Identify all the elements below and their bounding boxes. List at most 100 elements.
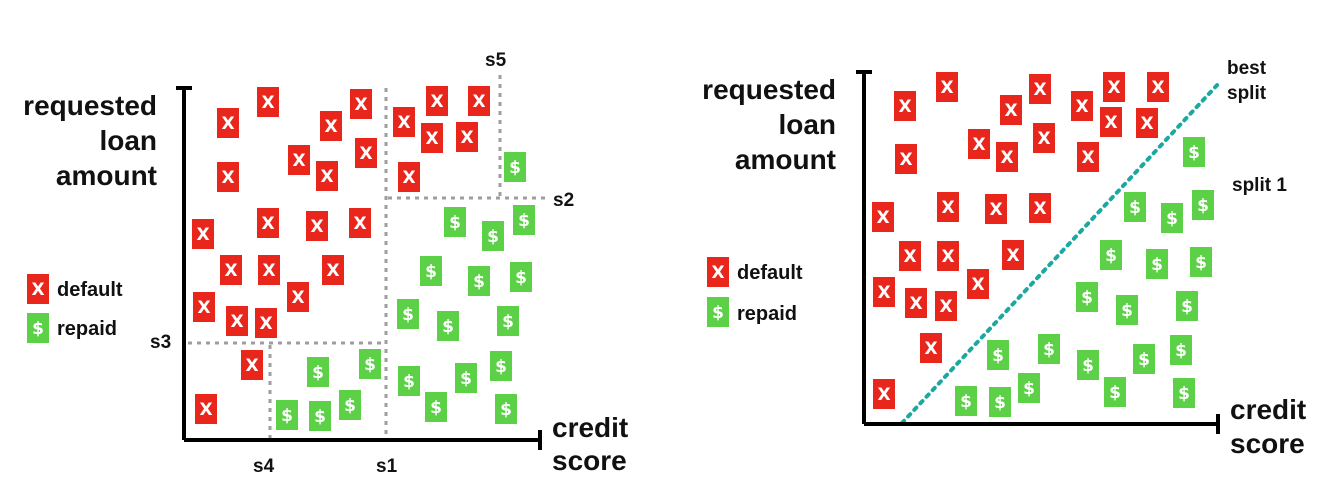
right-panel: requested loan amount credit score best … bbox=[702, 58, 1306, 459]
svg-text:X: X bbox=[877, 385, 890, 405]
svg-text:$: $ bbox=[1129, 198, 1141, 218]
svg-text:X: X bbox=[1004, 101, 1017, 121]
svg-text:X: X bbox=[460, 128, 473, 148]
best-split-label-line1: best bbox=[1227, 58, 1267, 79]
repaid-mark-6: $ bbox=[1190, 247, 1212, 277]
repaid-mark-15: $ bbox=[425, 392, 447, 422]
default-mark-0: X bbox=[894, 91, 916, 121]
left-legend-default-swatch: X bbox=[27, 274, 49, 304]
svg-text:X: X bbox=[1075, 97, 1088, 117]
default-mark-5: X bbox=[1103, 72, 1125, 102]
svg-text:$: $ bbox=[1081, 288, 1093, 308]
default-mark-16: X bbox=[193, 292, 215, 322]
svg-text:$: $ bbox=[364, 355, 376, 375]
svg-text:$: $ bbox=[460, 369, 472, 389]
svg-text:X: X bbox=[430, 92, 443, 112]
repaid-mark-14: $ bbox=[490, 351, 512, 381]
repaid-mark-5: $ bbox=[1146, 249, 1168, 279]
left-legend: X default $ repaid bbox=[27, 274, 123, 343]
svg-text:X: X bbox=[262, 261, 275, 281]
svg-text:X: X bbox=[924, 339, 937, 359]
default-mark-20: X bbox=[195, 394, 217, 424]
default-mark-12: X bbox=[220, 255, 242, 285]
svg-text:X: X bbox=[903, 247, 916, 267]
svg-text:X: X bbox=[402, 168, 415, 188]
default-mark-11: X bbox=[349, 208, 371, 238]
default-mark-6: X bbox=[316, 161, 338, 191]
svg-text:$: $ bbox=[487, 227, 499, 247]
split-label-s1: s1 bbox=[376, 456, 398, 477]
svg-text:X: X bbox=[245, 356, 258, 376]
repaid-mark-1: $ bbox=[1124, 192, 1146, 222]
split-label-s4: s4 bbox=[253, 456, 275, 477]
default-mark-12: X bbox=[1033, 123, 1055, 153]
svg-text:$: $ bbox=[32, 319, 44, 339]
default-mark-15: X bbox=[287, 282, 309, 312]
best-split-line bbox=[900, 80, 1222, 425]
svg-text:$: $ bbox=[515, 268, 527, 288]
repaid-mark-19: $ bbox=[339, 390, 361, 420]
default-mark-10: X bbox=[306, 211, 328, 241]
svg-text:$: $ bbox=[1109, 383, 1121, 403]
right-axes bbox=[856, 70, 1220, 434]
svg-text:X: X bbox=[1151, 78, 1164, 98]
right-legend-default-swatch: X bbox=[707, 257, 729, 287]
svg-text:X: X bbox=[359, 144, 372, 164]
repaid-mark-4: $ bbox=[1100, 240, 1122, 270]
repaid-mark-2: $ bbox=[482, 221, 504, 251]
svg-text:$: $ bbox=[281, 406, 293, 426]
repaid-mark-13: $ bbox=[1133, 344, 1155, 374]
repaid-mark-0: $ bbox=[504, 152, 526, 182]
default-mark-9: X bbox=[895, 144, 917, 174]
svg-text:$: $ bbox=[994, 393, 1006, 413]
svg-text:X: X bbox=[971, 275, 984, 295]
repaid-mark-19: $ bbox=[1018, 373, 1040, 403]
svg-text:$: $ bbox=[1195, 253, 1207, 273]
repaid-mark-4: $ bbox=[420, 256, 442, 286]
default-mark-8: X bbox=[1136, 108, 1158, 138]
repaid-mark-13: $ bbox=[455, 363, 477, 393]
svg-text:X: X bbox=[1081, 148, 1094, 168]
default-mark-17: X bbox=[1029, 193, 1051, 223]
right-y-label-line2: loan bbox=[778, 109, 836, 140]
left-y-label-line3: amount bbox=[56, 160, 157, 191]
repaid-mark-2: $ bbox=[1161, 203, 1183, 233]
svg-text:$: $ bbox=[1197, 196, 1209, 216]
default-mark-19: X bbox=[241, 350, 263, 380]
default-mark-7: X bbox=[217, 162, 239, 192]
repaid-mark-7: $ bbox=[1076, 282, 1098, 312]
default-mark-1: X bbox=[936, 72, 958, 102]
default-mark-2: X bbox=[350, 89, 372, 119]
left-x-label-line1: credit bbox=[552, 412, 628, 443]
svg-text:$: $ bbox=[312, 363, 324, 383]
default-mark-2: X bbox=[1000, 95, 1022, 125]
default-mark-7: X bbox=[1100, 107, 1122, 137]
svg-text:$: $ bbox=[1105, 246, 1117, 266]
svg-text:X: X bbox=[326, 261, 339, 281]
left-legend-default-label: default bbox=[57, 279, 123, 301]
svg-text:$: $ bbox=[960, 392, 972, 412]
repaid-mark-16: $ bbox=[1173, 378, 1195, 408]
svg-text:X: X bbox=[197, 298, 210, 318]
svg-text:X: X bbox=[31, 280, 44, 300]
svg-text:X: X bbox=[397, 113, 410, 133]
repaid-mark-17: $ bbox=[276, 400, 298, 430]
split-label-s3: s3 bbox=[150, 332, 171, 353]
repaid-mark-12: $ bbox=[398, 366, 420, 396]
svg-text:X: X bbox=[1107, 78, 1120, 98]
svg-text:$: $ bbox=[473, 272, 485, 292]
svg-text:$: $ bbox=[1188, 143, 1200, 163]
default-mark-24: X bbox=[935, 291, 957, 321]
default-mark-22: X bbox=[873, 277, 895, 307]
default-mark-8: X bbox=[192, 219, 214, 249]
repaid-mark-16: $ bbox=[495, 394, 517, 424]
default-mark-14: X bbox=[872, 202, 894, 232]
svg-text:$: $ bbox=[442, 317, 454, 337]
repaid-mark-11: $ bbox=[359, 349, 381, 379]
svg-text:X: X bbox=[1037, 129, 1050, 149]
right-legend-repaid-label: repaid bbox=[737, 303, 797, 325]
svg-text:X: X bbox=[941, 247, 954, 267]
right-legend-repaid-swatch: $ bbox=[707, 297, 729, 327]
left-panel: requested loan amount credit score s1 s2… bbox=[23, 50, 628, 477]
